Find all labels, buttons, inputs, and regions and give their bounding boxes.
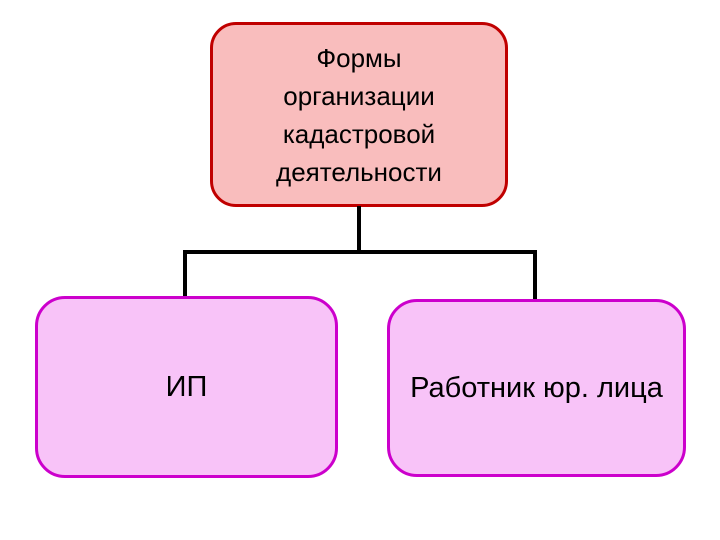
connector-crossbar-line bbox=[183, 250, 537, 254]
connector-right-drop-line bbox=[533, 250, 537, 302]
diagram-node-ip: ИП bbox=[35, 296, 338, 478]
diagram-node-legal-entity-worker: Работник юр. лица bbox=[387, 299, 686, 477]
diagram-node-legal-entity-worker-label: Работник юр. лица bbox=[410, 372, 663, 404]
connector-left-drop-line bbox=[183, 250, 187, 298]
diagram-node-root: Формы организации кадастровой деятельнос… bbox=[210, 22, 508, 207]
diagram-node-ip-label: ИП bbox=[165, 371, 208, 403]
diagram-node-root-label: Формы организации кадастровой деятельнос… bbox=[276, 42, 442, 187]
connector-stem-line bbox=[357, 206, 361, 254]
